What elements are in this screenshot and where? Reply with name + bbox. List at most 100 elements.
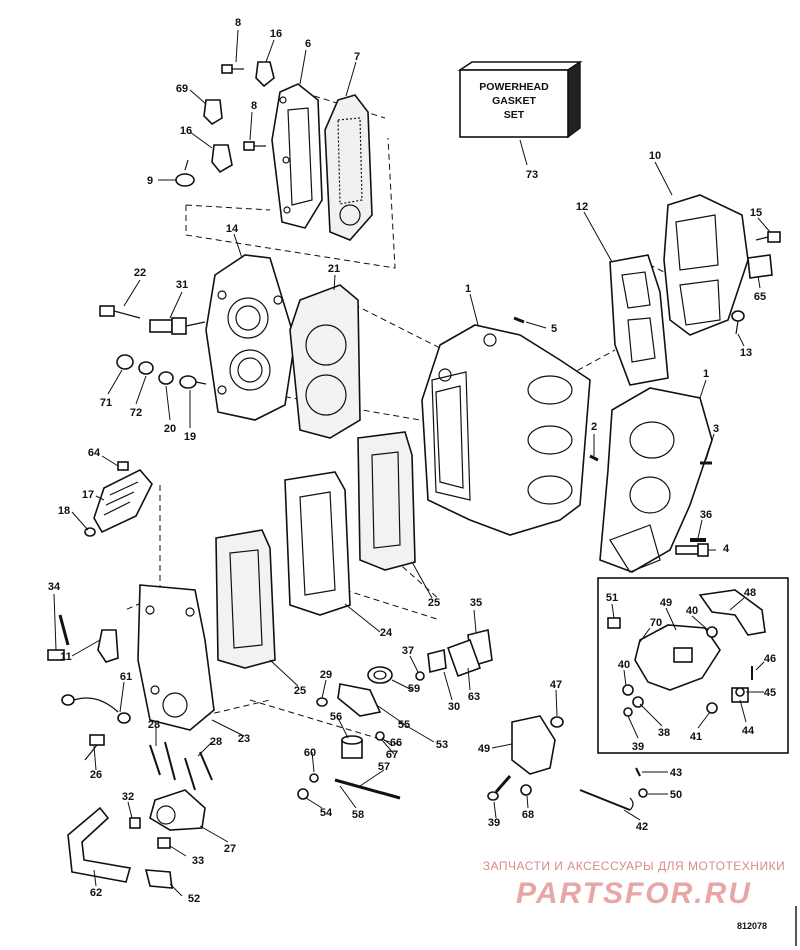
callout-number: 10	[649, 150, 661, 162]
callout-number: 8	[235, 17, 241, 29]
callout-number: 51	[606, 592, 618, 604]
callout-number: 46	[764, 653, 776, 665]
adapter-housing-23	[137, 584, 215, 731]
callout-number: 19	[184, 431, 196, 443]
spark-plug-31	[149, 317, 206, 335]
assembly-guide-lines	[124, 89, 671, 746]
callout-number: 55	[398, 719, 410, 731]
callout-number: 25	[294, 685, 306, 697]
callout-number: 59	[408, 683, 420, 695]
callout-number: 50	[670, 789, 682, 801]
callout-number: 72	[130, 407, 142, 419]
callout-number: 37	[402, 645, 414, 657]
screw-26	[84, 734, 105, 761]
rod-42	[579, 789, 634, 811]
callout-number: 20	[164, 423, 176, 435]
callout-number: 43	[670, 767, 682, 779]
callout-number: 35	[470, 597, 482, 609]
gasket-set-line2: GASKET	[492, 95, 536, 107]
callout-leaders	[53, 29, 771, 897]
callout-number: 41	[690, 731, 702, 743]
callout-number: 5	[551, 323, 557, 335]
dowel-pin-5	[513, 316, 525, 324]
callout-number: 42	[636, 821, 648, 833]
clip-30	[427, 649, 447, 673]
callout-number: 33	[192, 855, 204, 867]
intake-gasket-12	[609, 254, 669, 386]
watermark-brand: PARTSFOR.RU	[516, 877, 752, 910]
gasket-set-box: POWERHEAD GASKET SET	[457, 60, 583, 139]
callout-number: 1	[465, 283, 471, 295]
callout-number: 21	[328, 263, 340, 275]
callout-number: 39	[488, 817, 500, 829]
callout-number: 7	[354, 51, 360, 63]
cylinder-block-1	[421, 324, 591, 536]
callout-number: 45	[764, 687, 776, 699]
callout-number: 58	[352, 809, 364, 821]
callout-number: 49	[660, 597, 672, 609]
callout-number: 66	[390, 737, 402, 749]
callout-number: 14	[226, 223, 239, 235]
callout-number: 8	[251, 100, 257, 112]
callout-number: 28	[210, 736, 222, 748]
callout-number: 53	[436, 739, 448, 751]
exhaust-gasket-25-lower	[215, 529, 276, 669]
callout-number: 44	[742, 725, 755, 737]
link-57	[334, 778, 401, 800]
clamp-65	[747, 254, 773, 279]
exhaust-cover-24	[284, 471, 351, 616]
callout-number: 60	[304, 747, 316, 759]
callout-number: 40	[618, 659, 630, 671]
sensor-56	[341, 735, 363, 759]
callout-number: 56	[330, 711, 342, 723]
screw-13	[731, 310, 745, 335]
callout-number: 26	[90, 769, 102, 781]
bolt-8-mid	[243, 141, 266, 151]
callout-numbers: 8 16 6 7 69 8 16 9 73 10 12 15 14 21 22 …	[48, 17, 776, 905]
callout-number: 38	[658, 727, 670, 739]
screw-18	[84, 527, 96, 537]
callout-number: 23	[238, 733, 250, 745]
linkage-detail-box	[597, 577, 789, 754]
screw-60	[309, 773, 319, 783]
clamp-16-top	[255, 61, 275, 88]
head-gasket-21	[289, 284, 361, 439]
callout-number: 49	[478, 743, 490, 755]
callout-number: 13	[740, 347, 752, 359]
head-cover-6	[271, 83, 323, 229]
callout-number: 4	[723, 543, 730, 555]
callout-number: 61	[120, 671, 132, 683]
callout-number: 27	[224, 843, 236, 855]
exhaust-gasket-25-upper	[357, 431, 416, 571]
callout-number: 63	[468, 691, 480, 703]
callout-number: 31	[176, 279, 188, 291]
stud-22	[99, 305, 141, 319]
cylinder-head-14	[205, 254, 296, 421]
callout-number: 70	[650, 617, 662, 629]
callout-number: 36	[700, 509, 712, 521]
callout-number: 12	[576, 201, 588, 213]
callout-number: 1	[703, 368, 709, 380]
screw-37	[415, 671, 425, 681]
washer-68	[520, 784, 532, 796]
callout-number: 64	[88, 447, 101, 459]
callout-number: 39	[632, 741, 644, 753]
screw-19	[179, 375, 207, 389]
bolt-8-top	[221, 64, 244, 74]
fitting-71	[116, 354, 134, 370]
hose-62	[67, 806, 132, 883]
washer-50	[638, 788, 648, 798]
callout-number: 48	[744, 587, 756, 599]
callout-number: 69	[176, 83, 188, 95]
callout-number: 25	[428, 597, 440, 609]
callout-number: 67	[386, 749, 398, 761]
crankcase-half-1	[599, 387, 713, 573]
callout-number: 18	[58, 505, 70, 517]
wire-61	[61, 694, 131, 724]
callout-number: 54	[320, 807, 333, 819]
callout-number: 34	[48, 581, 61, 593]
callout-number: 57	[378, 761, 390, 773]
callout-number: 9	[147, 175, 153, 187]
screw-4	[675, 543, 709, 557]
